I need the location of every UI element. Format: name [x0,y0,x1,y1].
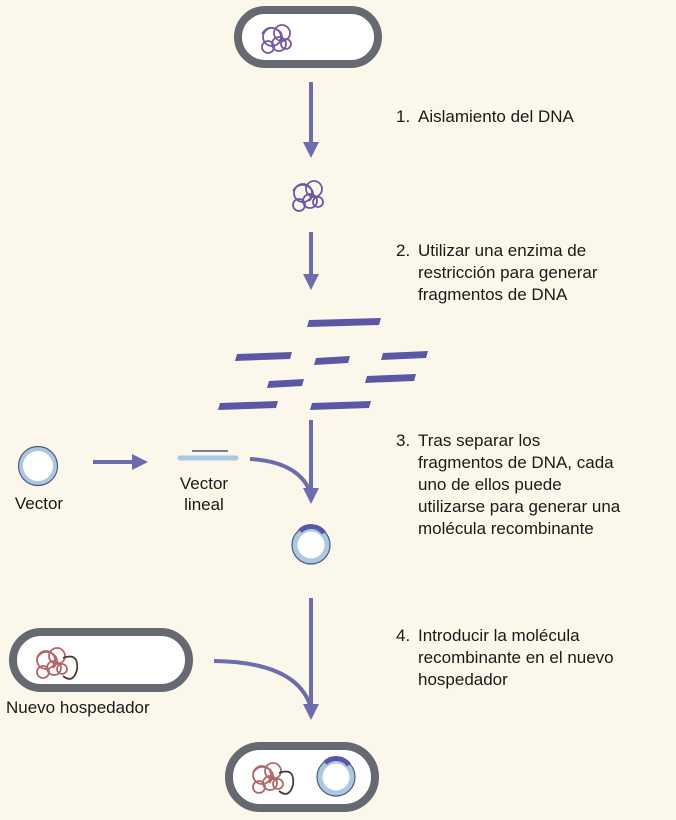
vector-label: Vector [14,494,64,513]
linear-vector-icon [177,450,239,461]
step-4-line-2: recombinante en el nuevo [418,648,614,667]
dna-fragment [365,374,416,383]
dna-fragment [381,351,428,360]
dna-fragment [310,401,371,410]
step-4-line-3: hospedador [418,670,508,689]
dna-tangle-icon [292,180,324,212]
dna-fragment [267,379,304,388]
recombinant-cell-icon [225,742,379,812]
step-2-line-3: fragmentos de DNA [418,285,568,304]
recombinant-plasmid-icon [291,524,331,565]
new-host-dna-icon [36,647,79,680]
step-3-line-1: Tras separar los [418,431,541,450]
step-2-text: 2. Utilizar una enzima de restricción par… [396,240,598,306]
host-dna-icon [261,24,292,54]
step-4-line-1: Introducir la molécula [418,626,580,645]
step-2-line-1: Utilizar una enzima de [418,241,587,260]
new-host-cell-icon [9,628,193,692]
step-3-line-5: molécula recombinante [418,519,594,538]
step-1-line-1: Aislamiento del DNA [418,107,574,126]
step-3-number: 3. [396,431,411,450]
step-3-line-2: fragmentos de DNA, cada [418,453,614,472]
step-3-line-4: utilizarse para generar una [418,497,621,516]
dna-fragment [307,318,381,327]
host-cell-icon [234,6,382,68]
dna-fragments-icon [218,318,428,410]
step-3-line-3: uno de ellos puede [418,475,562,494]
dna-fragment [235,352,292,361]
linear-vector-label-1: Vector [179,474,229,493]
step-2-number: 2. [396,241,411,260]
circular-vector-icon [19,447,57,485]
step-4-text: 4. Introducir la molécula recombinante en… [396,625,614,691]
step-1-text: 1. Aislamiento del DNA [396,106,574,128]
dna-fragment [218,401,278,410]
curved-arrow-icon [213,659,313,709]
linear-vector-label-2: lineal [184,495,224,514]
step-2-line-2: restricción para generar [418,263,598,282]
step-1-number: 1. [396,107,411,126]
step-4-number: 4. [396,626,411,645]
step-3-text: 3. Tras separar los fragmentos de DNA, ca… [396,430,620,540]
new-host-label: Nuevo hospedador [6,698,150,717]
dna-fragment [314,356,350,365]
curved-arrow-icon [249,457,313,495]
